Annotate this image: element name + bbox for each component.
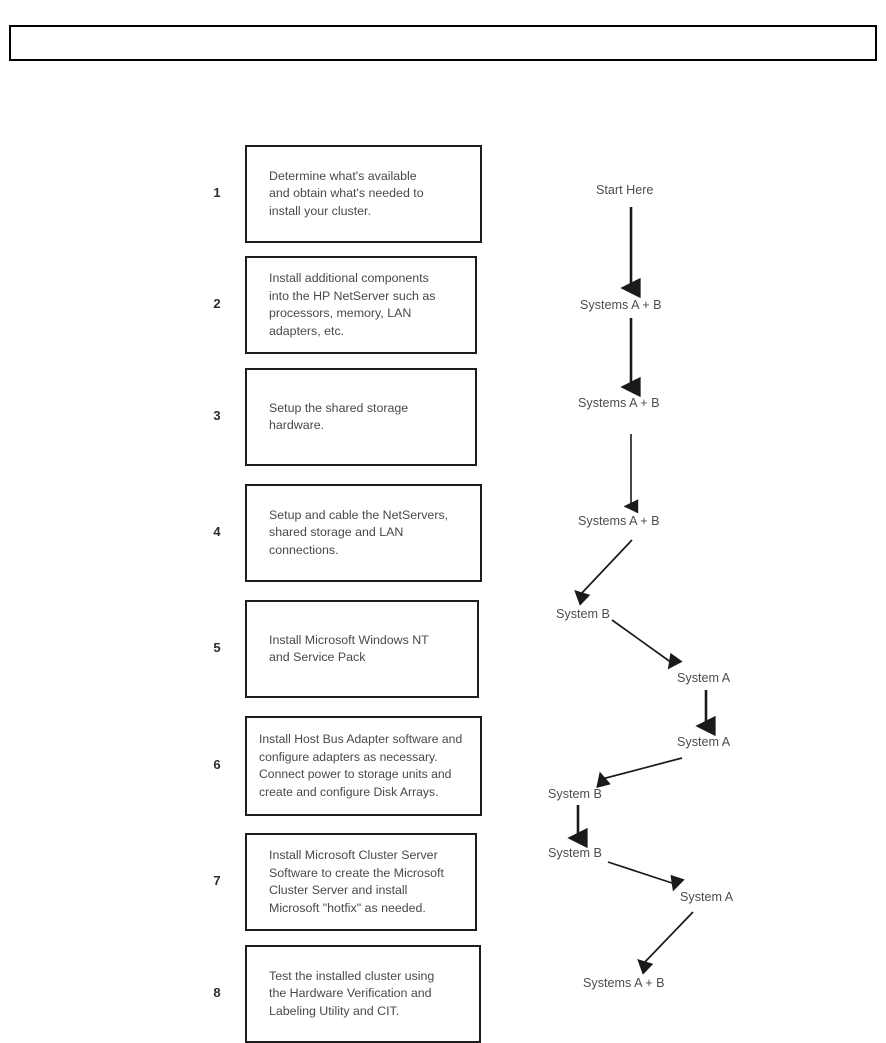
flow-node: Systems A + B [583,976,665,990]
step-text: Install Microsoft Cluster Server Softwar… [269,848,444,915]
step-box: Setup the shared storage hardware. [245,368,477,466]
flow-arrows [567,207,716,975]
flow-arrow [574,539,633,606]
flow-node: System B [556,607,610,621]
flow-node: Systems A + B [578,514,660,528]
step-number: 4 [213,524,221,539]
flow-arrow [607,861,685,892]
flow-node: System A [680,890,734,904]
step-number: 6 [213,757,221,772]
flow-arrow [637,911,694,975]
flow-arrow [611,619,683,670]
step-number: 3 [213,408,221,423]
step-text: Determine what's available and obtain wh… [269,168,424,218]
flow-node: System A [677,671,731,685]
step-number: 1 [213,185,221,200]
step-number: 8 [213,985,221,1000]
step-text: Test the installed cluster using the Har… [269,968,435,1018]
flow-node: System B [548,787,602,801]
step-text: Install Host Bus Adapter software and co… [259,732,463,799]
step-number: 5 [213,640,221,655]
steps-column: 1 Determine what's available and obtain w… [213,145,482,1043]
flow-arrow [596,757,683,789]
flow-node: Start Here [596,183,654,197]
header-bar [9,25,877,61]
step-box: Install Microsoft Windows NT and Service… [245,600,479,698]
step-text: Install additional components into the H… [269,271,436,338]
step-box: Test the installed cluster using the Har… [245,945,481,1043]
step-number: 7 [213,873,221,888]
flow-node: System A [677,735,731,749]
step-text: Setup and cable the NetServers, shared s… [269,507,449,557]
flow-node: Systems A + B [580,298,662,312]
step-box: Determine what's available and obtain wh… [245,145,482,243]
step-number: 2 [213,296,221,311]
step-text: Install Microsoft Windows NT and Service… [269,632,429,665]
step-box: Setup and cable the NetServers, shared s… [245,484,482,582]
flow-node: Systems A + B [578,396,660,410]
step-box: Install Microsoft Cluster Server Softwar… [245,833,477,931]
flow-node: System B [548,846,602,860]
step-text: Setup the shared storage hardware. [269,400,409,433]
step-box: Install additional components into the H… [245,256,477,354]
step-box: Install Host Bus Adapter software and co… [245,716,482,816]
